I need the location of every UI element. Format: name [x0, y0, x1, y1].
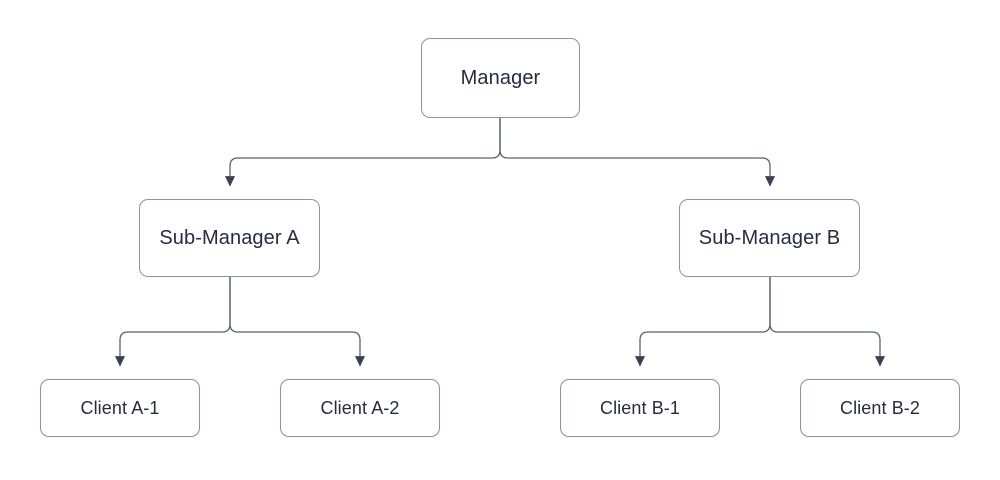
edge-sub-manager-b-to-client-b1	[634, 277, 771, 367]
node-sub-manager-a[interactable]: Sub-Manager A	[139, 199, 320, 277]
node-client-a2-label: Client A-2	[320, 398, 400, 418]
node-client-b2[interactable]: Client B-2	[800, 379, 960, 437]
node-sub-manager-b-label: Sub-Manager B	[698, 227, 841, 249]
edge-sub-manager-a-to-client-a1	[114, 277, 231, 367]
node-client-b1[interactable]: Client B-1	[560, 379, 720, 437]
node-client-b2-label: Client B-2	[839, 398, 921, 418]
node-manager-label: Manager	[460, 67, 541, 89]
edge-sub-manager-b-to-client-b2	[769, 277, 886, 367]
edge-manager-to-sub-manager-a	[224, 118, 501, 187]
node-sub-manager-a-label: Sub-Manager A	[159, 227, 300, 249]
node-client-a2[interactable]: Client A-2	[280, 379, 440, 437]
node-client-a1[interactable]: Client A-1	[40, 379, 200, 437]
node-client-b1-label: Client B-1	[599, 398, 681, 418]
edge-manager-to-sub-manager-b	[499, 118, 776, 187]
node-sub-manager-b[interactable]: Sub-Manager B	[679, 199, 860, 277]
node-client-a1-label: Client A-1	[80, 398, 160, 418]
node-manager[interactable]: Manager	[421, 38, 580, 118]
edge-sub-manager-a-to-client-a2	[229, 277, 366, 367]
